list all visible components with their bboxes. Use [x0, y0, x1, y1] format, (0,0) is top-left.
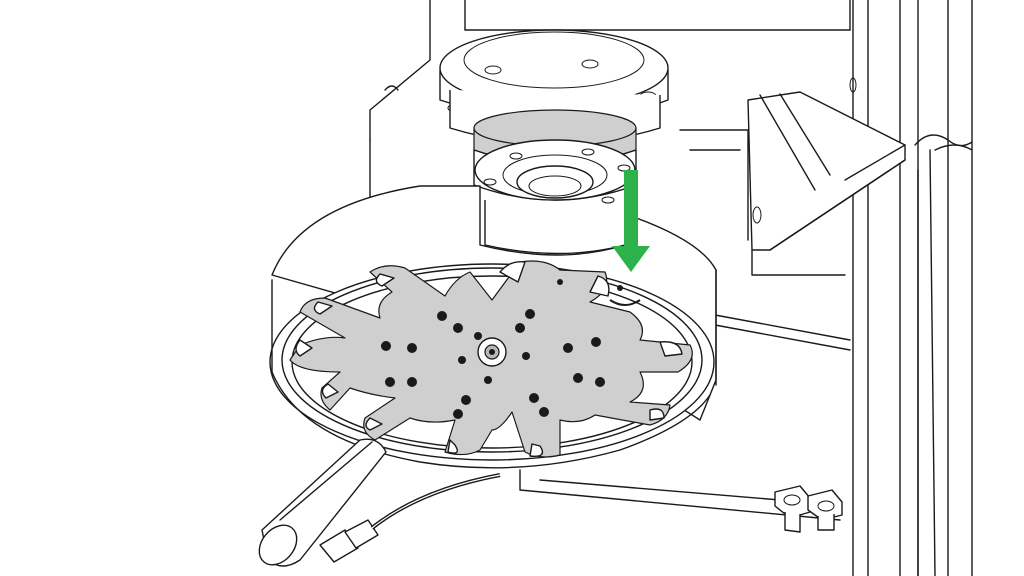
down-arrow-indicator: [612, 170, 650, 272]
spindle-collar: [473, 109, 637, 255]
bolt-pattern: [381, 279, 623, 419]
vertical-column: [747, 0, 973, 576]
pneumatic-cylinder: [258, 438, 387, 567]
tool-holder-star: [289, 260, 693, 458]
hose-fittings: [774, 485, 843, 533]
air-hose: [370, 299, 641, 530]
